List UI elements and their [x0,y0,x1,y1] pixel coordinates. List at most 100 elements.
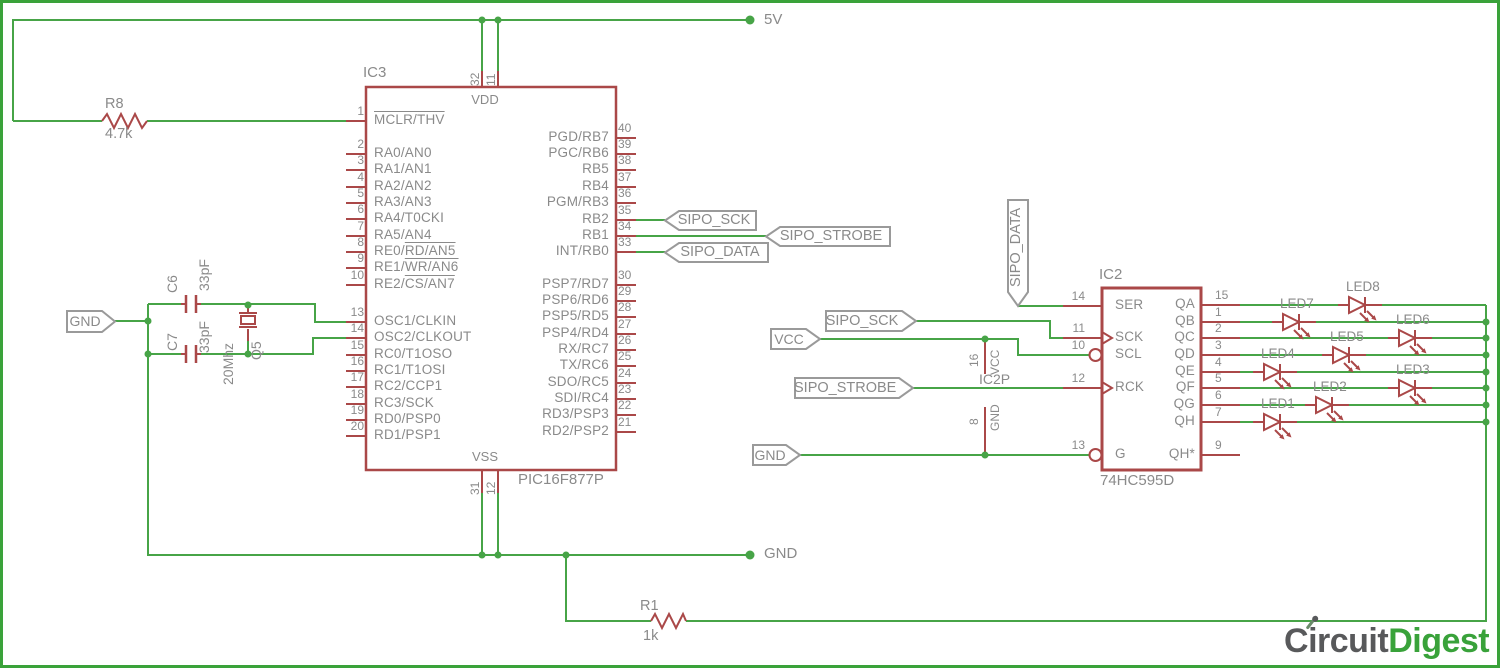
pin-number: 20 [350,419,364,433]
pin-name: RCK [1115,379,1145,394]
ic2-designator: IC2 [1099,266,1123,283]
logo-text-c: C [1284,622,1309,660]
ic3-vss-label: VSS [471,449,498,464]
wire-5v-net [12,19,750,121]
pin-name-overline: RD/AN5 [404,243,456,258]
pin-name: PGD/RB7 [548,129,609,144]
led-diode-icon [1253,362,1297,390]
pin-name-plain: RC2/CCP1 [374,378,443,393]
pin-number: 19 [350,403,364,417]
pin-name: QC [1174,329,1195,344]
pin-number: 2 [357,137,364,151]
pin-number: 7 [357,219,364,233]
pin-number: 6 [1215,388,1222,402]
c7-value: 33pF [196,321,212,353]
clock-input-icons [1101,331,1114,395]
pin-name-plain: RA0/AN0 [374,145,432,160]
pin-name: RC1/T1OSI [374,362,446,378]
net-label-sipo-sck-ic2: SIPO_SCK [825,313,899,329]
pin-name-plain: OSC1/CLKIN [374,313,457,328]
pin-number: 35 [618,203,632,217]
pin-name-overline: MCLR/THV [374,112,445,127]
net-label-sipo-sck-ic3: SIPO_SCK [677,212,751,228]
pin-number: 3 [357,153,364,167]
pin-number: 13 [1071,438,1085,452]
pin-number: 1 [357,104,364,118]
pin-name-plain: OSC2/CLKOUT [374,329,472,344]
wire-sck-ic2 [916,320,1063,339]
pin-name: RC0/T1OSO [374,346,452,362]
pin-name-overline: WR/AN6 [404,259,459,274]
pin-name: RA1/AN1 [374,161,432,177]
logo-letter-i: i [1305,618,1318,661]
led-label: LED6 [1396,312,1430,327]
pin-number: 12 [1071,371,1085,385]
pin-name: QA [1175,296,1195,311]
pin-number: 39 [618,137,632,151]
flag-sipo-sck-ic3 [663,210,757,231]
pin-name: QH [1174,413,1195,428]
flag-sipo-strobe-ic3 [764,226,891,247]
pin-number: 14 [350,321,364,335]
pin-name: RA0/AN0 [374,145,432,161]
led-label: LED1 [1261,396,1295,411]
led-symbol: LED1 [1251,397,1299,452]
pin-name: RA2/AN2 [374,178,432,194]
pin-name: SER [1115,297,1144,312]
pin-number: 27 [618,317,632,331]
crystal-q5-body [240,315,256,325]
pin-name: PSP5/RD5 [542,308,609,323]
pin-name: RA4/T0CKI [374,210,444,226]
r8-value: 4.7k [105,126,133,142]
pin-number: 30 [618,268,632,282]
pin-number: 4 [357,170,364,184]
pin-number: 11 [1072,321,1085,335]
led-label: LED3 [1396,362,1430,377]
supply-label-gnd: GND [764,545,798,562]
led-diode-icon [1322,345,1366,373]
pin-name: RB1 [582,227,609,242]
pin-number: 16 [350,354,364,368]
pin-number: 7 [1215,405,1222,419]
logo-text-digest: Digest [1388,622,1490,660]
q5-value: 20Mhz [220,342,236,385]
c7-designator: C7 [164,333,180,351]
net-flag-outlines [66,199,1029,466]
led-diode-icon [1388,378,1432,406]
pin-number: 9 [357,251,364,265]
pin-name: SDO/RC5 [547,374,609,389]
pin-number: 34 [618,219,632,233]
pin-number: 15 [1215,288,1229,302]
pin-number: 1 [1215,305,1222,319]
pin-number: 22 [618,398,632,412]
ic2-right-pin-stubs [1201,304,1240,456]
r1-value: 1k [643,628,659,644]
ic3-designator: IC3 [363,64,387,81]
net-label-sipo-strobe-ic3: SIPO_STROBE [779,228,883,244]
supply-label-5v: 5V [764,11,783,28]
flag-sipo-sck-ic2 [825,310,918,332]
led-symbol: LED6 [1386,313,1434,368]
led-label: LED5 [1330,329,1364,344]
flag-sipo-data-ic2 [1007,199,1029,308]
resistor-r8 [101,111,148,131]
pin-name: RB5 [582,161,609,176]
flag-gnd-left [66,310,117,333]
junction-dots [144,15,1490,560]
q5-designator: Q5 [248,341,264,360]
pin-number: 14 [1071,289,1085,303]
pin-number: 8 [357,235,364,249]
pin-name-plain: RA3/AN3 [374,194,432,209]
pin-name: PGC/RB6 [548,145,609,160]
resistor-r1 [650,611,687,631]
crystal-q5-plates [239,305,257,341]
led-symbol: LED8 [1336,280,1384,335]
ic3-part-number: PIC16F877P [518,471,604,488]
pin-name: PSP4/RD4 [542,325,609,340]
pin-name: QG [1173,396,1195,411]
r1-designator: R1 [640,598,659,614]
pin-number: 25 [618,349,632,363]
pin-number: 23 [618,382,632,396]
ic2-vcc-pin-number: 16 [967,353,981,367]
